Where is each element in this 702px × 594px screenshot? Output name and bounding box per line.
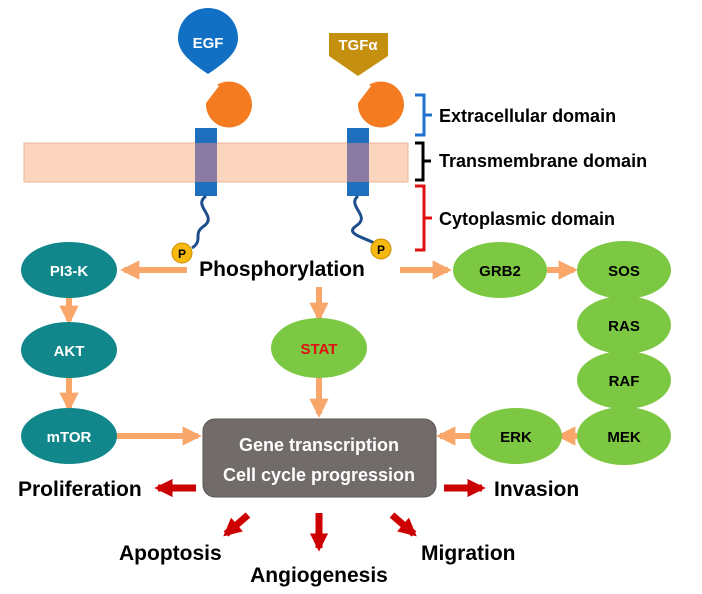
phosphate-marker-right: P [370, 238, 392, 260]
cell-cycle-label: Cell cycle progression [223, 465, 415, 485]
mek-label: MEK [607, 429, 641, 446]
receptor-right-transmembrane [347, 143, 369, 182]
egf-label: EGF [193, 35, 224, 52]
phosphate-right-label: P [377, 243, 385, 257]
invasion-label: Invasion [494, 478, 579, 501]
raf-label: RAF [609, 373, 640, 390]
grb2-label: GRB2 [479, 263, 521, 280]
receptor-left-binding-site [206, 81, 252, 128]
receptor-left-transmembrane [195, 143, 217, 182]
pi3k-label: PI3-K [50, 263, 89, 280]
tgfa-ligand: TGFα [329, 33, 388, 76]
pathway-arrows [59, 260, 578, 446]
sos-label: SOS [608, 263, 640, 280]
phosphate-marker-left: P [171, 242, 193, 264]
pi3k-node: PI3-K [21, 242, 117, 298]
mek-node: MEK [577, 407, 671, 465]
ras-label: RAS [608, 318, 640, 335]
receptor-right-binding-site [358, 81, 404, 128]
cytoplasmic-bracket [415, 184, 432, 252]
akt-node: AKT [21, 322, 117, 378]
proliferation-label: Proliferation [18, 478, 142, 501]
receptor-right [345, 81, 404, 246]
phosphate-left-label: P [178, 247, 186, 261]
phosphorylation-label: Phosphorylation [199, 258, 365, 281]
grb2-node: GRB2 [453, 242, 547, 298]
arrow-to-apoptosis [223, 512, 251, 537]
gene-transcription-box: Gene transcription Cell cycle progressio… [202, 418, 437, 498]
erk-label: ERK [500, 429, 532, 446]
raf-node: RAF [577, 351, 671, 409]
transmembrane-domain-label: Transmembrane domain [439, 151, 647, 171]
extracellular-bracket [415, 93, 432, 137]
ras-node: RAS [577, 296, 671, 354]
egf-ligand: EGF [178, 8, 238, 74]
stat-label: STAT [301, 341, 338, 358]
akt-label: AKT [54, 343, 85, 360]
gene-transcription-label: Gene transcription [239, 435, 399, 455]
apoptosis-label: Apoptosis [119, 542, 222, 565]
outcome-arrows [154, 478, 486, 552]
mtor-node: mTOR [21, 408, 117, 464]
stat-node: STAT [271, 318, 367, 378]
sos-node: SOS [577, 241, 671, 299]
cytoplasmic-domain-label: Cytoplasmic domain [439, 209, 615, 229]
tgfa-label: TGFα [338, 37, 378, 54]
mtor-label: mTOR [47, 429, 92, 446]
transmembrane-bracket [415, 141, 431, 182]
arrow-to-migration [389, 512, 417, 537]
angiogenesis-label: Angiogenesis [250, 564, 388, 587]
extracellular-domain-label: Extracellular domain [439, 106, 616, 126]
erk-node: ERK [470, 408, 562, 464]
receptor-left [191, 81, 252, 250]
migration-label: Migration [421, 542, 516, 565]
